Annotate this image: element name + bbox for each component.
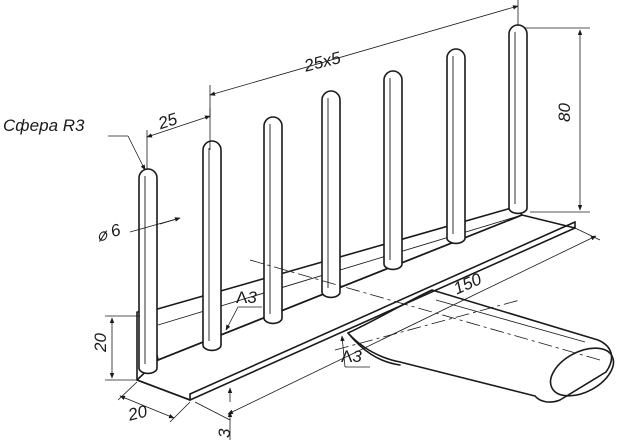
label-spacing: 25 [155,109,180,133]
dimension-length [194,227,601,421]
label-height: 80 [555,103,574,122]
label-weld-left: Λ3 [236,288,257,307]
weld-leader-right [340,335,370,368]
label-weld-right: Λ3 [341,347,362,366]
rods [138,24,528,375]
label-angle-width: 20 [125,401,149,424]
handle [347,289,615,403]
rod-7 [508,24,528,215]
weld-symbol-left: Λ [236,288,248,307]
rod-2 [202,140,222,352]
dimension-angle-width [117,381,191,423]
dimension-height [525,27,590,213]
weld-leader-left [225,306,262,331]
rod-4 [321,90,341,299]
length-centerline [249,259,601,361]
dimension-total-span [209,0,519,118]
weld-symbol-right: Λ [341,347,353,366]
rod-3 [263,116,283,325]
dimension-angle-height [105,315,140,381]
rod-6 [446,48,466,245]
rod-1 [138,168,158,375]
label-length: 150 [451,269,485,298]
label-total-span: 25x5 [301,48,343,76]
label-angle-height: 20 [91,333,110,353]
leader-sphere [108,135,146,171]
rod-5 [383,70,403,271]
dimension-diameter [129,217,181,233]
label-diameter: ⌀ 6 [94,220,124,246]
label-sphere: Сфера R3 [3,116,85,135]
label-thickness: 3 [215,428,234,438]
